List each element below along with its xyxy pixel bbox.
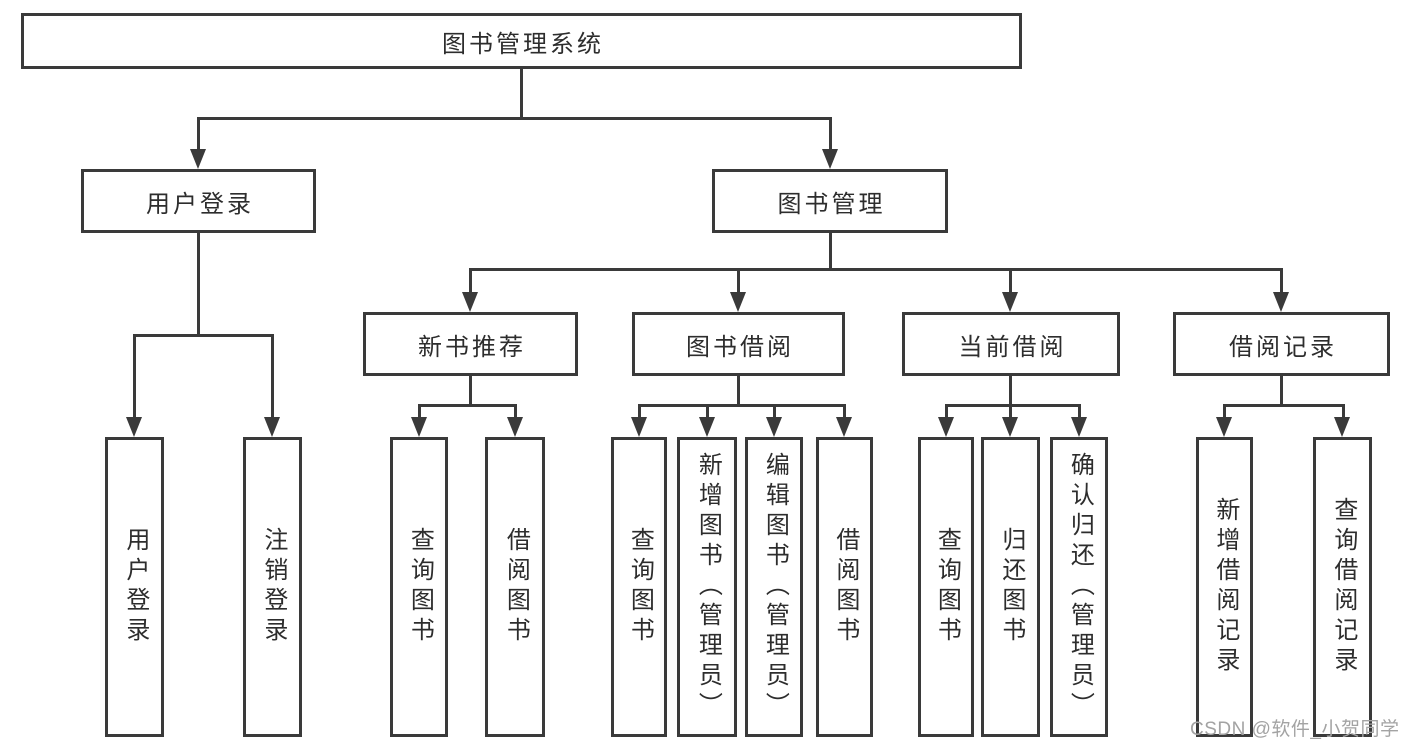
connector-line bbox=[1009, 376, 1012, 407]
arrow-down-icon bbox=[730, 292, 746, 312]
connector-line bbox=[843, 404, 846, 420]
connector-line bbox=[829, 233, 832, 271]
leaf-user-login: 用户登录 bbox=[105, 437, 164, 737]
node-label: 归还图书 bbox=[997, 527, 1025, 647]
leaf-borrowing-edit-books-admin: 编辑图书（管理员） bbox=[745, 437, 803, 737]
arrow-down-icon bbox=[766, 417, 782, 437]
connector-line bbox=[514, 404, 517, 420]
connector-line bbox=[1078, 404, 1081, 420]
node-user-login: 用户登录 bbox=[81, 169, 316, 233]
leaf-current-query-books: 查询图书 bbox=[918, 437, 974, 737]
watermark: CSDN @软件_小贺同学 bbox=[1190, 719, 1400, 740]
node-label: 图书借阅 bbox=[686, 333, 794, 361]
arrow-down-icon bbox=[1071, 417, 1087, 437]
node-label: 新增借阅记录 bbox=[1211, 497, 1239, 677]
connector-line bbox=[133, 334, 136, 420]
leaf-records-query-record: 查询借阅记录 bbox=[1313, 437, 1372, 737]
node-label: 借阅记录 bbox=[1229, 333, 1337, 361]
connector-line bbox=[829, 117, 832, 151]
arrow-down-icon bbox=[1334, 417, 1350, 437]
arrow-down-icon bbox=[507, 417, 523, 437]
leaf-recommend-borrow-books: 借阅图书 bbox=[485, 437, 545, 737]
node-book-borrowing: 图书借阅 bbox=[632, 312, 845, 376]
connector-line bbox=[469, 376, 472, 407]
connector-line bbox=[469, 268, 472, 295]
node-label: 注销登录 bbox=[259, 527, 287, 647]
leaf-borrowing-borrow-books: 借阅图书 bbox=[816, 437, 873, 737]
connector-line bbox=[1223, 404, 1345, 407]
node-label: 借阅图书 bbox=[502, 527, 530, 647]
connector-line bbox=[1223, 404, 1226, 420]
arrow-down-icon bbox=[411, 417, 427, 437]
arrow-down-icon bbox=[631, 417, 647, 437]
connector-line bbox=[1009, 404, 1012, 420]
connector-line bbox=[418, 404, 421, 420]
node-label: 当前借阅 bbox=[958, 333, 1067, 361]
leaf-records-add-record: 新增借阅记录 bbox=[1196, 437, 1253, 737]
node-label: 用户登录 bbox=[146, 190, 254, 218]
connector-line bbox=[271, 334, 274, 420]
connector-line bbox=[520, 69, 523, 119]
arrow-down-icon bbox=[1273, 292, 1289, 312]
node-label: 图书管理 bbox=[777, 190, 886, 218]
arrow-down-icon bbox=[822, 149, 838, 169]
connector-line bbox=[133, 334, 274, 337]
connector-line bbox=[737, 268, 740, 295]
connector-line bbox=[773, 404, 776, 420]
leaf-borrowing-query-books: 查询图书 bbox=[611, 437, 667, 737]
arrow-down-icon bbox=[1002, 417, 1018, 437]
node-borrowing-records: 借阅记录 bbox=[1173, 312, 1390, 376]
connector-line bbox=[638, 404, 846, 407]
leaf-recommend-query-books: 查询图书 bbox=[390, 437, 448, 737]
node-label: 用户登录 bbox=[121, 527, 149, 647]
connector-line bbox=[945, 404, 1081, 407]
node-label: 新书推荐 bbox=[418, 333, 526, 361]
node-label: 编辑图书（管理员） bbox=[761, 452, 789, 722]
arrow-down-icon bbox=[126, 417, 142, 437]
leaf-borrowing-add-books-admin: 新增图书（管理员） bbox=[677, 437, 737, 737]
leaf-current-return-books: 归还图书 bbox=[981, 437, 1040, 737]
node-book-management: 图书管理 bbox=[712, 169, 948, 233]
node-label: 查询借阅记录 bbox=[1329, 497, 1357, 677]
node-label: 确认归还（管理员） bbox=[1066, 452, 1094, 722]
connector-line bbox=[197, 233, 200, 337]
connector-line bbox=[197, 117, 832, 120]
arrow-down-icon bbox=[1002, 292, 1018, 312]
leaf-logout: 注销登录 bbox=[243, 437, 302, 737]
node-label: 查询图书 bbox=[626, 527, 654, 647]
connector-line bbox=[1280, 268, 1283, 295]
node-label: 新增图书（管理员） bbox=[694, 452, 722, 722]
connector-line bbox=[418, 404, 517, 407]
leaf-current-confirm-return-admin: 确认归还（管理员） bbox=[1050, 437, 1108, 737]
node-label: 借阅图书 bbox=[831, 527, 859, 647]
connector-line bbox=[638, 404, 641, 420]
connector-line bbox=[737, 376, 740, 407]
arrow-down-icon bbox=[1216, 417, 1232, 437]
arrow-down-icon bbox=[699, 417, 715, 437]
connector-line bbox=[706, 404, 709, 420]
connector-line bbox=[1009, 268, 1012, 295]
connector-line bbox=[1280, 376, 1283, 407]
arrow-down-icon bbox=[190, 149, 206, 169]
arrow-down-icon bbox=[836, 417, 852, 437]
arrow-down-icon bbox=[462, 292, 478, 312]
node-current-borrowing: 当前借阅 bbox=[902, 312, 1120, 376]
connector-line bbox=[469, 268, 1283, 271]
connector-line bbox=[197, 117, 200, 151]
connector-line bbox=[945, 404, 948, 420]
node-label: 查询图书 bbox=[406, 527, 434, 647]
node-label: 图书管理系统 bbox=[442, 30, 604, 58]
node-root-system: 图书管理系统 bbox=[21, 13, 1022, 69]
connector-line bbox=[1342, 404, 1345, 420]
arrow-down-icon bbox=[264, 417, 280, 437]
arrow-down-icon bbox=[938, 417, 954, 437]
node-label: 查询图书 bbox=[933, 527, 961, 647]
node-new-book-recommend: 新书推荐 bbox=[363, 312, 578, 376]
